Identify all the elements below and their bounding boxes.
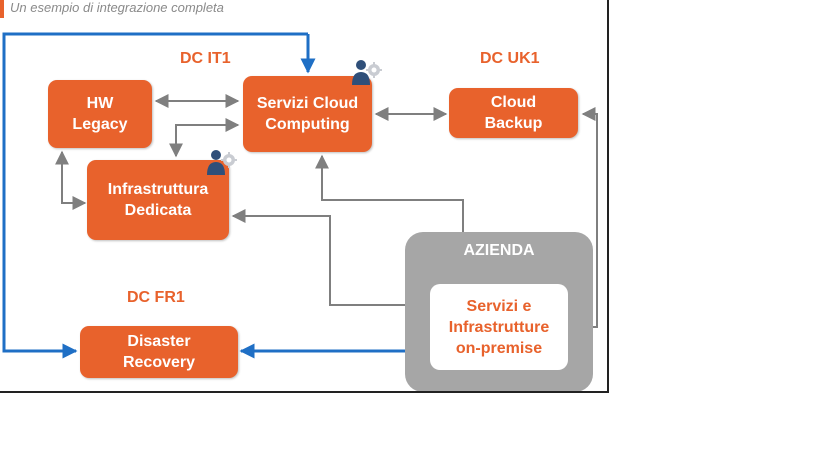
- connector-hw-infra: [55, 150, 87, 210]
- node-infrastruttura: Infrastruttura Dedicata: [87, 160, 229, 240]
- node-on-premise-label: Servizi e Infrastrutture on-premise: [448, 297, 550, 357]
- diagram-slide: Un esempio di integrazione completa: [0, 0, 609, 393]
- node-infrastruttura-label: Infrastruttura Dedicata: [107, 181, 209, 219]
- dc-uk1-label: DC UK1: [480, 50, 540, 67]
- slide-subtitle: Un esempio di integrazione completa: [10, 0, 224, 15]
- node-disaster-recovery-label: Disaster Recovery: [122, 333, 196, 371]
- dc-fr1-label: DC FR1: [127, 289, 185, 306]
- node-on-premise: Servizi e Infrastrutture on-premise: [430, 284, 568, 370]
- node-hw-legacy-label: HW Legacy: [72, 95, 128, 133]
- connector-infra-cloud: [169, 118, 240, 158]
- slide-border-bottom: [0, 391, 609, 393]
- connector-infra-onprem: [231, 209, 429, 312]
- accent-bar: [0, 0, 4, 18]
- node-servizi-cloud-label: Servizi Cloud Computing: [256, 95, 359, 133]
- dc-it1-label: DC IT1: [180, 50, 231, 67]
- user-gear-icon: [352, 60, 382, 85]
- node-cloud-backup: Cloud Backup: [449, 88, 578, 138]
- node-disaster-recovery: Disaster Recovery: [80, 326, 238, 378]
- connectors: [2, 32, 598, 359]
- node-cloud-backup-label: Cloud Backup: [484, 94, 543, 132]
- user-gear-icon: [207, 150, 237, 175]
- node-hw-legacy: HW Legacy: [48, 80, 152, 148]
- slide-border-right: [607, 0, 609, 393]
- node-servizi-cloud: Servizi Cloud Computing: [243, 76, 372, 152]
- connector-blue-dr: [2, 32, 308, 359]
- azienda-label: AZIENDA: [463, 242, 535, 259]
